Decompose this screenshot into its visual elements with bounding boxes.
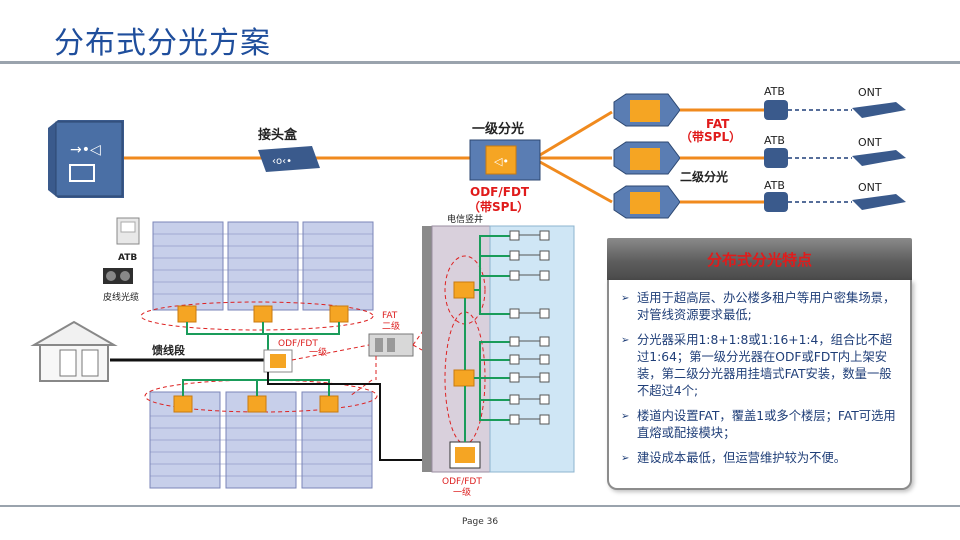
svg-text:◁•: ◁• <box>494 155 509 168</box>
floor-panel <box>489 225 575 473</box>
arrow-bullet-icon: ➢ <box>621 293 630 304</box>
footer-divider <box>0 505 960 507</box>
fat-icon <box>253 305 273 323</box>
level2-label: 二级分光 <box>680 169 728 184</box>
fat-mid-sub: 二级 <box>382 320 400 332</box>
atb-label: ATB <box>764 179 785 192</box>
ont-label: ONT <box>858 136 882 149</box>
outlet-boxes <box>509 230 550 425</box>
feature-bullet: ➢ 楼道内设置FAT，覆盖1或多个楼层；FAT可选用直熔或配接模块； <box>621 409 896 440</box>
arrow-bullet-icon: ➢ <box>621 411 630 422</box>
fat-icon <box>177 305 197 323</box>
ont-label: ONT <box>858 181 882 194</box>
odf-fdt-bottom-sub: 一级 <box>453 486 471 498</box>
fat-mid-label: FAT <box>382 311 398 321</box>
atb-label: ATB <box>764 85 785 98</box>
odf-fdt-left-label: ODF/FDT <box>278 339 318 349</box>
odf-fdt-bottom-label: ODF/FDT <box>442 477 482 487</box>
title-divider <box>0 61 960 64</box>
odf-fdt-left-sub: 一级 <box>309 346 327 358</box>
green-fibers <box>182 322 340 396</box>
splice-box-label: 接头盒 <box>258 127 298 143</box>
fat-splitter-icon <box>613 185 681 219</box>
atb-label: ATB <box>764 134 785 147</box>
shaft-wall <box>422 226 432 472</box>
drop-cable-icon <box>103 268 133 284</box>
olt-device-icon: →•◁ <box>48 120 124 198</box>
shaft-core <box>431 225 491 473</box>
fat-wall-icon <box>368 333 414 357</box>
atb-icon <box>764 100 788 120</box>
fat-group-ellipse <box>140 301 374 331</box>
fat-icon <box>319 395 339 413</box>
svg-text:→•◁: →•◁ <box>70 142 101 158</box>
ont-icon <box>852 102 906 118</box>
main-fiber <box>267 372 452 461</box>
fat-icon <box>173 395 193 413</box>
rack-rows <box>150 415 372 477</box>
atb-icon <box>764 192 788 212</box>
odf-fdt-spl-label: （带SPL） <box>468 199 529 214</box>
atb-wall-icon <box>116 217 140 245</box>
fat-icon <box>453 281 475 299</box>
fat-label: FAT <box>706 117 730 131</box>
fat-icon <box>247 395 267 413</box>
fat-splitter-icon <box>613 141 681 175</box>
drop-cable-label: 皮线光缆 <box>103 291 139 303</box>
shaft-green-fibers <box>464 235 510 442</box>
odf-fdt-icon <box>449 441 481 469</box>
ont-icon <box>852 194 906 210</box>
splice-box-icon: ‹o‹• <box>258 146 320 172</box>
shaft-label: 电信竖井 <box>447 213 483 225</box>
bottom-diagram: ATB 皮线光缆 <box>30 213 575 498</box>
rack-rows <box>153 233 373 295</box>
odf-fdt-label: ODF/FDT <box>470 185 530 199</box>
atb-wall-label: ATB <box>118 253 137 263</box>
fat-splitter-icon <box>613 93 681 127</box>
level1-label: 一级分光 <box>472 121 524 137</box>
feature-bullet: ➢ 适用于超高层、办公楼多租户等用户密集场景，对管线资源要求最低; <box>621 291 896 322</box>
svg-text:‹o‹•: ‹o‹• <box>272 156 292 167</box>
ont-label: ONT <box>858 86 882 99</box>
dashed-connector <box>349 379 373 397</box>
feature-bullet: ➢ 分光器采用1:8+1:8或1:16+1:4，组合比不超过1:64；第一级分光… <box>621 333 893 398</box>
top-diagram: →•◁ ‹o‹• 接头盒 一级分光 ◁• ODF/FDT （带SPL） <box>48 84 910 226</box>
fat-icon <box>453 369 475 387</box>
fat-spl-label: （带SPL） <box>680 129 741 144</box>
features-panel: 分布式分光特点 ➢ 适用于超高层、办公楼多租户等用户密集场景，对管线资源要求最低… <box>607 238 912 490</box>
features-panel-header: 分布式分光特点 <box>607 238 912 280</box>
features-panel-body: ➢ 适用于超高层、办公楼多租户等用户密集场景，对管线资源要求最低; ➢ 分光器采… <box>607 280 912 490</box>
ont-icon <box>852 150 906 166</box>
feature-bullet: ➢ 建设成本最低，但运营维护较为不便。 <box>621 451 847 465</box>
house-icon <box>30 320 118 382</box>
odf-fdt-icon <box>263 349 293 373</box>
arrow-bullet-icon: ➢ <box>621 453 630 464</box>
fat-icon <box>329 305 349 323</box>
floor-rack-group <box>152 221 374 311</box>
page-number: Page 36 <box>461 517 499 527</box>
feeder-label: 馈线段 <box>152 343 185 357</box>
outlet-links <box>519 234 540 420</box>
odf-fdt-splitter-icon: ◁• <box>469 139 541 181</box>
page-title: 分布式分光方案 <box>54 26 271 61</box>
dashed-connector <box>291 344 370 361</box>
atb-icon <box>764 148 788 168</box>
arrow-bullet-icon: ➢ <box>621 335 630 346</box>
